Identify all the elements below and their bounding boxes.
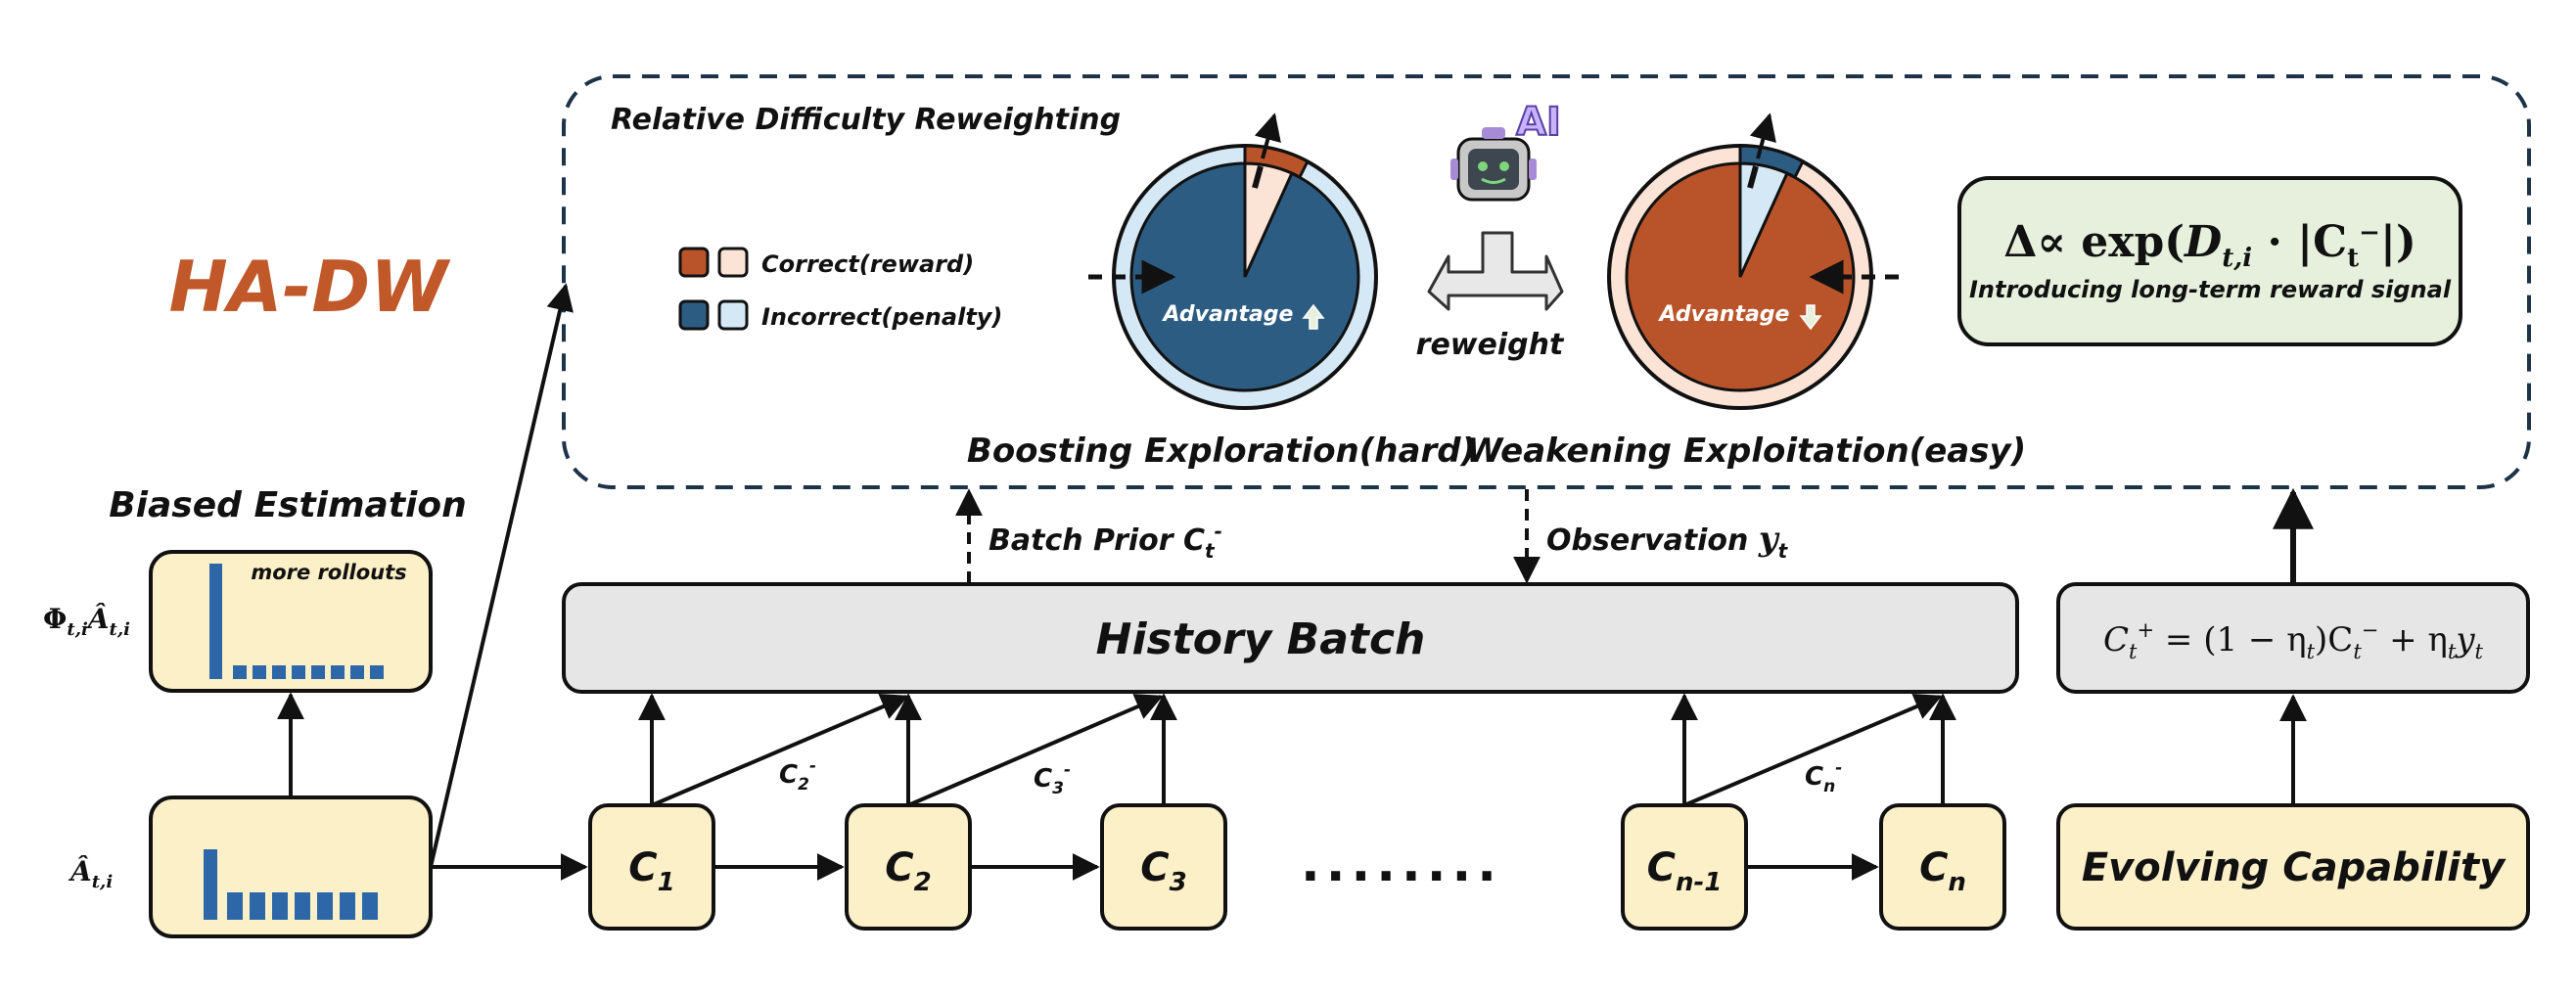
c2-prior-diagonal (907, 694, 1164, 807)
rollout-bar (253, 665, 266, 679)
rollout-bars (209, 564, 384, 679)
robot-icon (1450, 127, 1537, 202)
rollout-bar-tall (209, 564, 222, 679)
reweight-panel (562, 74, 2531, 489)
easy-gauge: Advantage Weakening Exploitation(easy) (1466, 113, 2026, 471)
advantage-bar (317, 892, 333, 920)
rollout-bar (311, 665, 325, 679)
advantage-to-panel-arrow (429, 283, 574, 868)
legend-incorrect-label: Incorrect(penalty) (761, 303, 1002, 331)
rollout-bar (272, 665, 286, 679)
ellipsis: ........ (1301, 835, 1502, 893)
arrow-up-icon (1302, 303, 1325, 330)
arrow-down-icon (1799, 304, 1822, 331)
legend-incorrect-dark-swatch (678, 299, 710, 331)
rollout-bar (350, 665, 364, 679)
edge-label-c3: C3- (1034, 760, 1071, 798)
reweight-arrow-icon (1427, 231, 1564, 311)
history-batch-label: History Batch (1096, 614, 1426, 664)
advantage-box (149, 795, 433, 938)
node-cn-1 (1621, 803, 1748, 931)
formula: Δ∝ exp(Dt,i · |Ct−|) (2003, 217, 2416, 273)
rollout-bar (292, 665, 305, 679)
advantage-bar (250, 892, 265, 920)
easy-gauge-caption: Weakening Exploitation(easy) (1466, 432, 2026, 471)
advantage-bar-tall (204, 849, 217, 920)
history-batch (562, 582, 2019, 694)
legend-correct-label: Correct(reward) (761, 250, 974, 278)
rollout-bar (370, 665, 384, 679)
c1-prior-diagonal (651, 694, 909, 807)
rollout-bar (233, 665, 247, 679)
hard-gauge-caption: Boosting Exploration(hard) (967, 432, 1476, 471)
hard-gauge-label: Advantage (1162, 302, 1294, 327)
edge-label-c2: C2- (779, 756, 816, 795)
advantage-bar (272, 892, 288, 920)
easy-gauge-tick (1747, 165, 1759, 189)
easy-gauge-needle (1749, 113, 1776, 159)
hard-gauge: Advantage Boosting Exploration(hard) (967, 113, 1476, 471)
node-c3-label: C3 (1140, 845, 1186, 897)
formula-box (1957, 176, 2462, 346)
batch-prior-label: Batch Prior Ct- (989, 520, 1222, 563)
panel-title: Relative Difficulty Reweighting (611, 103, 1121, 137)
advantage-bar (227, 892, 243, 920)
reweight-label: reweight (1416, 328, 1565, 362)
node-c2-label: C2 (885, 845, 931, 897)
advantage-bar (340, 892, 355, 920)
advantage-bar (362, 892, 378, 920)
update-rule: Ct+ = (1 − ηt)Ct− + ηtyt (2103, 618, 2484, 663)
phi-label: Φt,iÂt,i (43, 603, 130, 640)
evolving-capability-label: Evolving Capability (2082, 845, 2507, 890)
edge-label-cn: Cn- (1805, 758, 1842, 796)
node-cn-label: Cn (1919, 845, 1966, 897)
node-c1-label: C1 (628, 845, 674, 897)
node-cn-1-label: Cn-1 (1647, 845, 1723, 897)
capability-chain: C1 C2 C3 ........ Cn-1 Cn C2- C3- Cn- (588, 693, 2006, 931)
legend: Correct(reward) Incorrect(penalty) (678, 247, 1002, 331)
advantage-bars (204, 849, 378, 920)
a-label: Ât,i (68, 855, 113, 892)
observation-label: Observation yt (1546, 520, 1789, 563)
cn1-prior-diagonal (1683, 693, 1943, 807)
main-title: HA-DW (168, 246, 451, 328)
legend-correct-light-swatch (717, 247, 749, 278)
hard-gauge-needle (1254, 113, 1281, 159)
robot-badge: AI (1516, 100, 1561, 145)
formula-caption: Introducing long-term reward signal (1969, 276, 2452, 303)
legend-incorrect-light-swatch (717, 299, 749, 331)
advantage-bar (295, 892, 310, 920)
easy-gauge-label: Advantage (1658, 302, 1790, 327)
more-rollouts-label: more rollouts (251, 561, 406, 584)
biased-title: Biased Estimation (109, 485, 467, 525)
rollout-bar (331, 665, 345, 679)
hard-gauge-tick (1252, 165, 1264, 189)
legend-correct-dark-swatch (678, 247, 710, 278)
